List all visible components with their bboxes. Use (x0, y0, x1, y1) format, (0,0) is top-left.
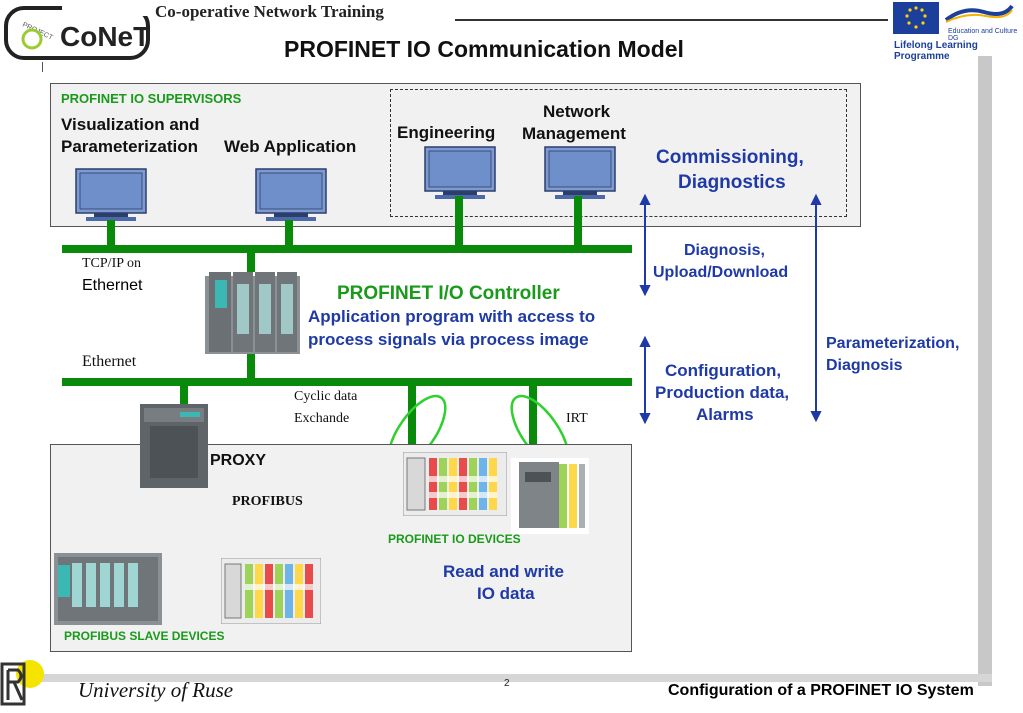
io-module-icon-2 (511, 458, 589, 539)
profibus-slave-icon-1 (54, 553, 162, 630)
ethernet-label-2: Ethernet (82, 353, 137, 370)
controller-title: PROFINET I/O Controller (337, 283, 560, 304)
university-logo (0, 656, 48, 713)
commissioning-label-1: Commissioning, (656, 147, 804, 168)
diag-label-2: Upload/Download (653, 264, 789, 281)
irt-label: IRT (566, 411, 588, 426)
vis-label-1: Visualization and (61, 115, 200, 134)
supervisors-label: PROFINET IO SUPERVISORS (61, 91, 242, 106)
engineering-label: Engineering (397, 123, 496, 142)
profinet-devices-label: PROFINET IO DEVICES (388, 532, 521, 546)
rw-label-1: Read and write (443, 562, 564, 581)
monitor-icon-netmgmt (543, 145, 617, 206)
controller-desc-2: process signals via process image (308, 330, 589, 349)
profibus-slaves-label: PROFIBUS SLAVE DEVICES (64, 629, 225, 643)
cyclic-label-2: Exchande (294, 411, 350, 426)
web-label: Web Application (224, 137, 357, 156)
proxy-label: PROXY (210, 452, 267, 469)
ethernet-label-1: Ethernet (82, 277, 143, 294)
footer-university: University of Ruse (78, 678, 234, 702)
param-label-2: Diagnosis (826, 357, 903, 374)
netmgmt-label-2: Management (522, 124, 626, 143)
eu-wave-logo (944, 2, 1014, 24)
lower-ethernet-bus (62, 378, 632, 386)
commissioning-label-2: Diagnostics (678, 172, 786, 193)
monitor-icon-engineering (423, 145, 497, 206)
conet-logo: CoNeT PROJECT (2, 4, 152, 62)
diag-label-1: Diagnosis, (684, 242, 765, 259)
profibus-label: PROFIBUS (232, 494, 303, 509)
param-label-1: Parameterization, (826, 335, 960, 352)
monitor-icon-visualization (74, 167, 148, 228)
proxy-icon (140, 404, 208, 493)
header-rule (455, 19, 888, 21)
profibus-slave-icon-2 (220, 557, 322, 629)
frame-right-bar (978, 56, 992, 686)
rw-label-2: IO data (477, 584, 535, 603)
frame-bottom-bar (40, 674, 992, 682)
config-label-2: Production data, (655, 383, 790, 402)
config-label-1: Configuration, (665, 361, 782, 380)
logo-text: CoNeT (60, 21, 150, 52)
vis-label-2: Parameterization (61, 137, 198, 156)
netmgmt-label-1: Network (543, 102, 611, 121)
eu-line2: Lifelong Learning Programme (894, 40, 978, 62)
io-terminal-icon-1 (402, 451, 508, 521)
footer-right-title: Configuration of a PROFINET IO System (668, 682, 974, 699)
cyclic-label-1: Cyclic data (294, 389, 358, 404)
controller-desc-1: Application program with access to (308, 307, 596, 326)
eu-flag-icon (893, 2, 939, 34)
engineering-dashed-box (390, 89, 847, 217)
config-label-3: Alarms (696, 405, 754, 424)
footer-page-number: 2 (504, 678, 510, 689)
plc-controller-icon (205, 270, 300, 359)
upper-ethernet-bus (62, 245, 632, 253)
eu-line1: Education and Culture DG (948, 28, 1018, 42)
page-title: PROFINET IO Communication Model (284, 36, 684, 62)
tcpip-label: TCP/IP on (82, 256, 141, 271)
top-title: Co-operative Network Training (155, 2, 384, 21)
monitor-icon-web (254, 167, 328, 228)
frame-left-line (42, 62, 43, 72)
